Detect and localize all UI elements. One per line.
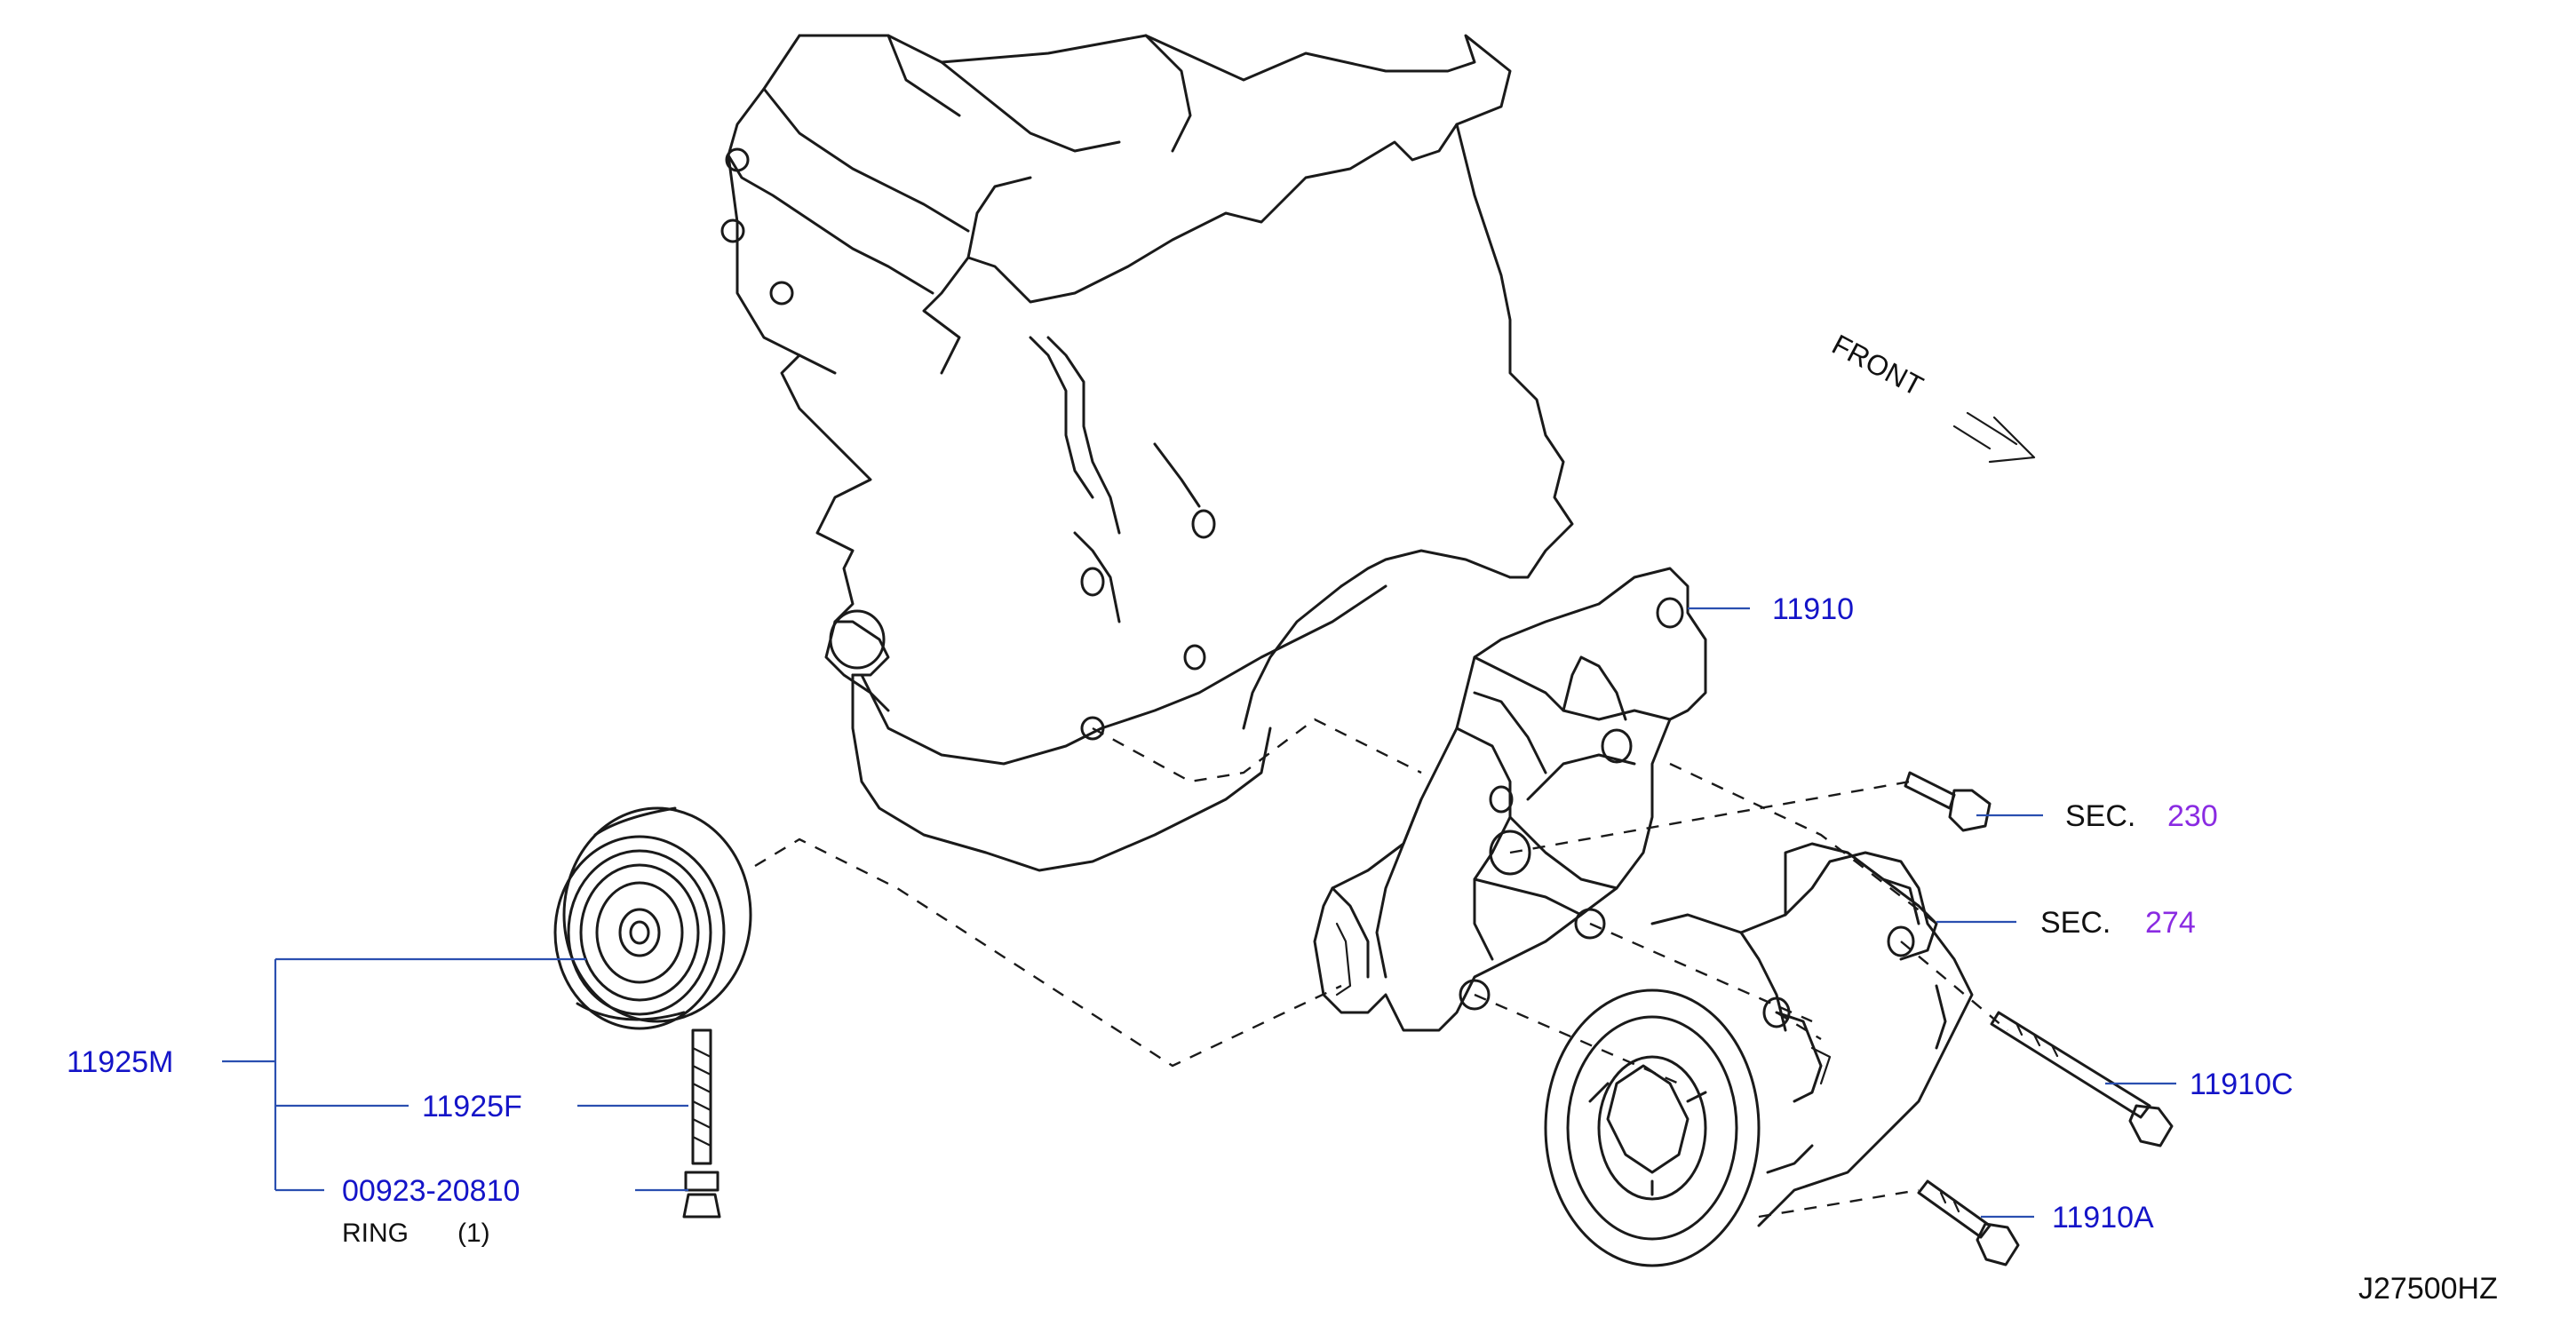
label-11910a[interactable]: 11910A (2052, 1201, 2154, 1235)
label-11910c[interactable]: 11910C (2190, 1068, 2294, 1101)
bolt-11910c (1990, 1011, 2174, 1147)
label-11910[interactable]: 11910 (1772, 592, 1854, 626)
crank-pulley (553, 806, 752, 1030)
label-sec-230-prefix: SEC. (2065, 799, 2135, 833)
leader-lines (222, 607, 2176, 1219)
label-sec-230-number[interactable]: 230 (2167, 799, 2218, 833)
compressor-bracket (1313, 567, 1707, 1032)
diagram-code: J27500HZ (2358, 1272, 2498, 1306)
label-ring-name: RING (342, 1219, 409, 1248)
label-ring-qty: (1) (457, 1219, 490, 1248)
front-label: FRONT (1827, 328, 1928, 402)
label-11925f[interactable]: 11925F (422, 1090, 522, 1123)
part-labels: 11910 SEC. 230 SEC. 274 11910C 11910A 11… (67, 592, 2498, 1306)
bolt-11910a (1917, 1179, 2020, 1266)
ac-compressor (1544, 842, 1974, 1267)
front-direction-indicator: FRONT (1827, 328, 2036, 464)
label-00923-20810[interactable]: 00923-20810 (342, 1174, 520, 1208)
engine-block (720, 34, 1574, 872)
label-11925m[interactable]: 11925M (67, 1045, 173, 1079)
front-arrow-icon (1952, 411, 2036, 464)
bracket-bolt-sec230 (1904, 771, 1992, 832)
label-sec-274-number[interactable]: 274 (2145, 906, 2196, 940)
pulley-bolt (682, 1028, 721, 1219)
alignment-lines (754, 718, 2008, 1219)
label-sec-274-prefix: SEC. (2040, 906, 2111, 940)
